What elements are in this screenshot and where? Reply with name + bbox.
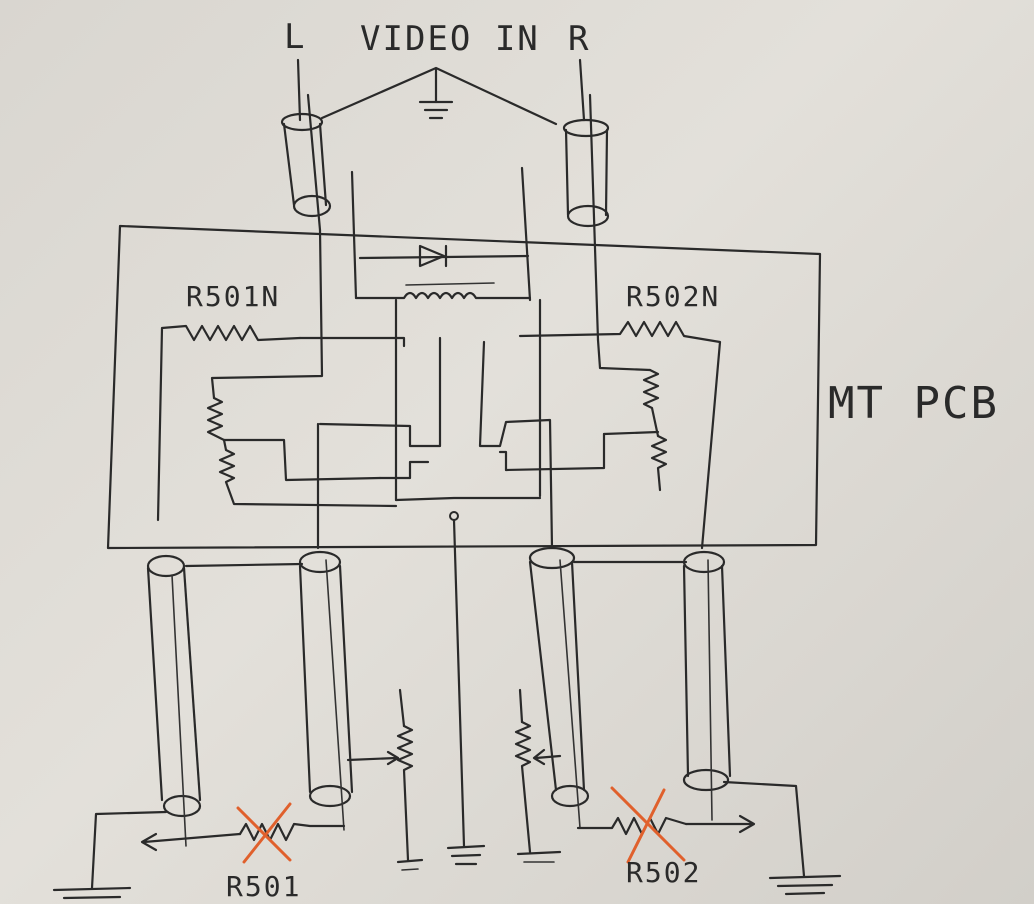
trimmer-right bbox=[514, 688, 562, 863]
resistor-r502n bbox=[518, 320, 722, 550]
label-r501n: R501N bbox=[186, 280, 280, 313]
label-pcb: MT PCB bbox=[828, 378, 999, 429]
left-shield-ground bbox=[90, 810, 168, 890]
ground-bus bbox=[394, 496, 542, 502]
trimmer-left bbox=[346, 688, 424, 871]
label-r502: R502 bbox=[626, 856, 701, 889]
inductor-symbol bbox=[354, 291, 532, 300]
output-cable-2 bbox=[298, 550, 354, 831]
right-output-arrow bbox=[684, 814, 756, 834]
input-cable-right bbox=[562, 58, 610, 342]
left-internal-network bbox=[206, 228, 442, 550]
right-internal-network bbox=[478, 298, 668, 550]
resistor-right-upper bbox=[642, 368, 660, 438]
crossed-out-r501 bbox=[236, 802, 292, 864]
output-cable-4 bbox=[682, 550, 732, 821]
ground-node bbox=[449, 511, 459, 521]
resistor-r501 bbox=[238, 822, 346, 842]
crossed-out-r502 bbox=[610, 786, 686, 864]
label-left-channel: L bbox=[284, 17, 306, 57]
resistor-r502 bbox=[576, 816, 688, 836]
label-right-channel: R bbox=[568, 19, 590, 59]
output-cable-1 bbox=[146, 554, 202, 847]
resistor-right-lower bbox=[650, 434, 668, 492]
label-video-in: VIDEO IN bbox=[360, 19, 540, 59]
left-output-arrow bbox=[140, 832, 242, 852]
diode-symbol bbox=[418, 244, 448, 268]
ground-symbol-left bbox=[52, 886, 132, 900]
ground-symbol-top bbox=[418, 68, 454, 120]
ground-symbol-right bbox=[768, 874, 842, 896]
ground-symbol-center bbox=[446, 844, 486, 866]
resistor-left-upper bbox=[206, 396, 226, 442]
right-shield-ground bbox=[722, 780, 806, 878]
cable-link-left bbox=[184, 562, 304, 568]
resistor-r501n bbox=[156, 324, 302, 522]
resistor-left-lower bbox=[218, 438, 398, 508]
output-cable-3 bbox=[528, 546, 590, 829]
input-cable-left bbox=[280, 58, 332, 232]
shield-roof bbox=[320, 66, 558, 126]
label-r501: R501 bbox=[226, 870, 301, 903]
diode-inductor-block bbox=[350, 166, 532, 302]
main-ground-wire bbox=[452, 518, 466, 848]
pcb-outline bbox=[106, 224, 822, 550]
label-r502n: R502N bbox=[626, 280, 720, 313]
